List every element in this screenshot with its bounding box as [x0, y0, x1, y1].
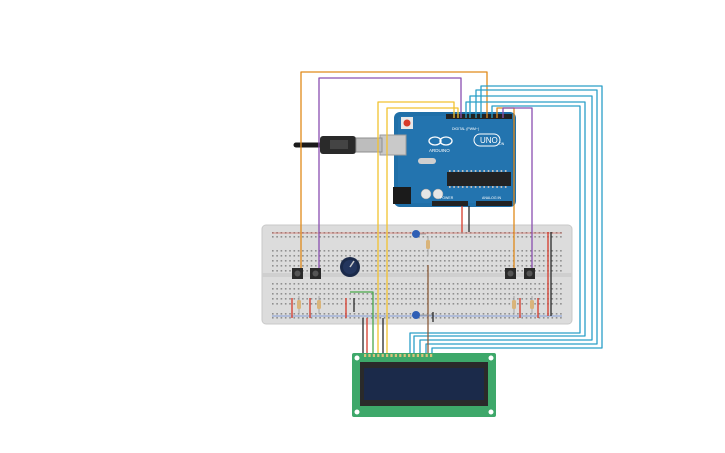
resistor-2	[317, 296, 321, 314]
usb-cable	[293, 136, 383, 154]
wire-yellow-1[interactable]	[377, 101, 455, 355]
wire-orange[interactable]	[300, 71, 488, 270]
lcd-pin-header	[364, 354, 433, 357]
wires	[300, 71, 603, 357]
pushbutton-2[interactable]	[310, 268, 321, 279]
svg-text:UNO: UNO	[480, 136, 498, 145]
usb-port	[379, 134, 407, 156]
capacitor-1	[412, 230, 420, 238]
potentiometer-knob[interactable]	[340, 257, 360, 277]
atmega-chip	[447, 172, 511, 186]
digital-header	[446, 114, 512, 119]
on-label: ON	[499, 142, 505, 146]
digital-label: DIGITAL (PWM~)	[452, 127, 479, 131]
wire-cyan-3[interactable]	[419, 95, 593, 357]
power-jack	[393, 187, 411, 204]
pushbutton-3[interactable]	[505, 268, 516, 279]
capacitor-2	[412, 311, 420, 319]
breadboard-components	[291, 230, 539, 322]
resistor-3	[426, 236, 430, 256]
wire-cyan-4[interactable]	[413, 101, 586, 357]
wire-cyan-5[interactable]	[409, 105, 581, 357]
lcd-16x2-module[interactable]	[352, 353, 496, 417]
arduino-logo	[428, 136, 453, 146]
arduino-brand-text: ARDUINO	[429, 148, 450, 153]
lcd-screen	[364, 368, 484, 400]
wire-yellow-2[interactable]	[386, 107, 459, 355]
pushbutton-1[interactable]	[292, 268, 303, 279]
resistor-4	[512, 296, 516, 314]
analog-label: ANALOG IN	[482, 196, 502, 200]
uno-badge: UNO	[473, 133, 501, 147]
wire-purple-right[interactable]	[502, 107, 533, 270]
wire-lcd-green[interactable]	[350, 291, 374, 355]
analog-header	[476, 201, 512, 206]
power-header	[432, 201, 468, 206]
resistor-1	[297, 296, 301, 314]
power-label: POWER	[440, 196, 454, 200]
arduino-uno-board[interactable]: ARDUINO UNO DIGITAL (PWM~) ON POWER ANAL…	[379, 112, 516, 207]
wire-purple[interactable]	[318, 77, 462, 270]
resistor-5	[530, 296, 534, 314]
wire-cyan-2[interactable]	[425, 89, 598, 357]
pushbutton-4[interactable]	[524, 268, 535, 279]
wire-cyan-1[interactable]	[431, 85, 603, 357]
